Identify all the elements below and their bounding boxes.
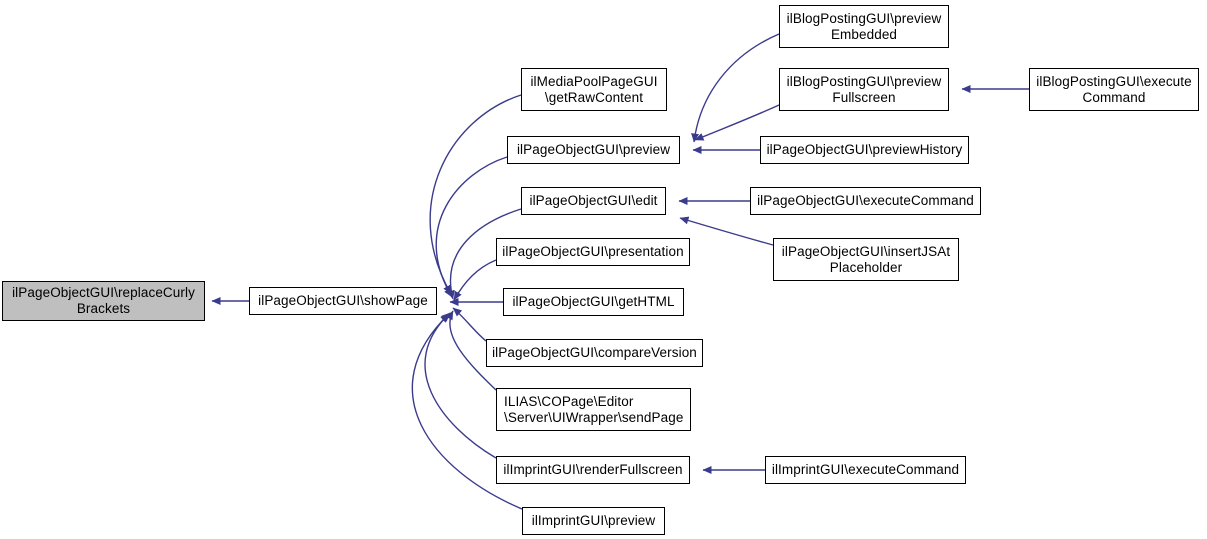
node-replaceCurlyBrackets[interactable]: ilPageObjectGUI\replaceCurly Brackets bbox=[2, 281, 205, 321]
node-imprintPreview[interactable]: ilImprintGUI\preview bbox=[522, 507, 665, 535]
node-label-presentation: ilPageObjectGUI\presentation bbox=[502, 244, 684, 259]
edge-blogPreviewFullscreen-to-preview bbox=[694, 104, 780, 141]
node-label-renderFullscreen: ilImprintGUI\renderFullscreen bbox=[503, 462, 683, 477]
node-blogExecuteCommand[interactable]: ilBlogPostingGUI\execute Command bbox=[1029, 68, 1199, 111]
node-label-pageExecuteCommand: ilPageObjectGUI\executeCommand bbox=[757, 193, 974, 208]
node-label-sendPage: ILIAS\COPage\Editor \Server\UIWrapper\se… bbox=[504, 393, 684, 425]
node-label-previewHistory: ilPageObjectGUI\previewHistory bbox=[766, 142, 963, 157]
node-preview[interactable]: ilPageObjectGUI\preview bbox=[507, 136, 680, 164]
node-pageExecuteCommand[interactable]: ilPageObjectGUI\executeCommand bbox=[750, 187, 981, 215]
node-renderFullscreen[interactable]: ilImprintGUI\renderFullscreen bbox=[496, 456, 690, 484]
node-imprintExecuteCommand[interactable]: ilImprintGUI\executeCommand bbox=[765, 456, 966, 484]
edge-blogPreviewEmbedded-to-preview bbox=[691, 33, 780, 143]
node-label-edit: ilPageObjectGUI\edit bbox=[529, 193, 658, 208]
node-blogPreviewEmbedded[interactable]: ilBlogPostingGUI\preview Embedded bbox=[779, 5, 949, 48]
edge-renderFullscreen-to-showPage bbox=[424, 312, 497, 459]
node-label-replaceCurlyBrackets: ilPageObjectGUI\replaceCurly Brackets bbox=[12, 285, 195, 316]
node-edit[interactable]: ilPageObjectGUI\edit bbox=[521, 187, 666, 215]
node-label-blogPreviewEmbedded: ilBlogPostingGUI\preview Embedded bbox=[786, 10, 942, 42]
node-insertJSAtPlaceholder[interactable]: ilPageObjectGUI\insertJSAt Placeholder bbox=[773, 238, 959, 281]
node-blogPreviewFullscreen[interactable]: ilBlogPostingGUI\preview Fullscreen bbox=[779, 68, 949, 111]
node-label-insertJSAtPlaceholder: ilPageObjectGUI\insertJSAt Placeholder bbox=[781, 243, 951, 275]
node-label-compareVersion: ilPageObjectGUI\compareVersion bbox=[492, 345, 697, 360]
node-label-showPage: ilPageObjectGUI\showPage bbox=[258, 293, 428, 308]
node-getHTML[interactable]: ilPageObjectGUI\getHTML bbox=[503, 288, 684, 316]
node-sendPage[interactable]: ILIAS\COPage\Editor \Server\UIWrapper\se… bbox=[496, 388, 691, 431]
edge-presentation-to-showPage bbox=[453, 259, 497, 301]
node-previewHistory[interactable]: ilPageObjectGUI\previewHistory bbox=[760, 136, 969, 164]
edge-insertJSAtPlaceholder-to-edit bbox=[679, 216, 774, 246]
node-label-getRawContent: ilMediaPoolPageGUI \getRawContent bbox=[530, 73, 658, 105]
node-label-blogPreviewFullscreen: ilBlogPostingGUI\preview Fullscreen bbox=[786, 73, 942, 105]
node-label-preview: ilPageObjectGUI\preview bbox=[516, 142, 671, 157]
node-presentation[interactable]: ilPageObjectGUI\presentation bbox=[496, 238, 690, 266]
node-label-imprintPreview: ilImprintGUI\preview bbox=[531, 513, 656, 528]
node-getRawContent[interactable]: ilMediaPoolPageGUI \getRawContent bbox=[521, 68, 667, 111]
node-showPage[interactable]: ilPageObjectGUI\showPage bbox=[249, 287, 437, 315]
edge-compareVersion-to-showPage bbox=[452, 307, 487, 342]
edge-preview-to-showPage bbox=[435, 156, 508, 298]
node-compareVersion[interactable]: ilPageObjectGUI\compareVersion bbox=[486, 339, 703, 367]
node-label-blogExecuteCommand: ilBlogPostingGUI\execute Command bbox=[1036, 73, 1192, 105]
node-label-imprintExecuteCommand: ilImprintGUI\executeCommand bbox=[771, 462, 960, 477]
node-label-getHTML: ilPageObjectGUI\getHTML bbox=[512, 294, 675, 309]
